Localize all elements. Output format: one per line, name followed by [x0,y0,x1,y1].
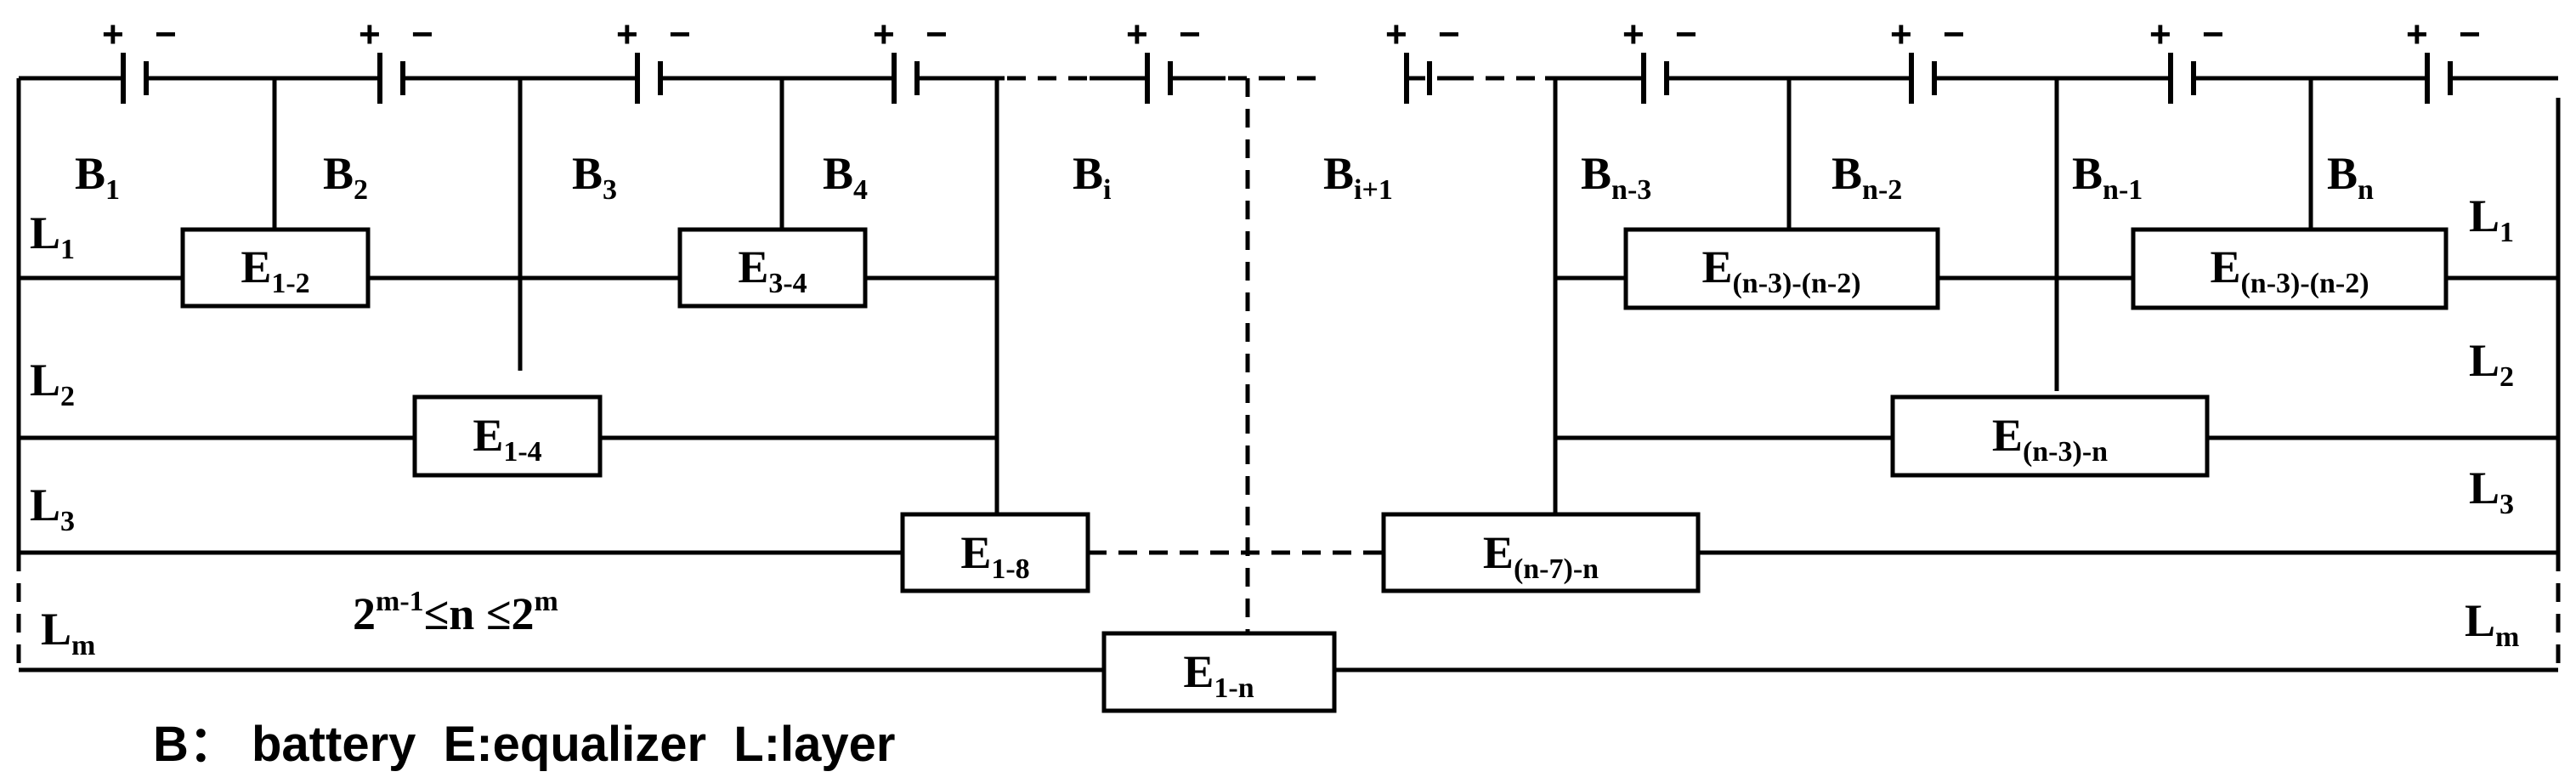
equalizer-en3n2-left: E(n-3)-(n-2) [1623,227,1940,310]
plus-sign: + [2149,14,2171,55]
vertical-connectors-right [1553,78,2313,553]
equalizer-en7n: E(n-7)-n [1381,512,1701,593]
svg-text:E1-8: E1-8 [960,527,1029,585]
battery-label-bn3: Bn-3 [1581,148,1651,206]
layer-label-right-l3: L3 [2469,462,2514,520]
battery-symbol [1404,53,1432,104]
battery-label-bi: Bi [1073,148,1111,206]
equalizer-e34: E3-4 [677,227,868,309]
equalizer-e1n: E1-n [1101,631,1337,713]
layer-label-right-l1: L1 [2469,190,2514,248]
plus-sign: + [1126,14,1148,55]
equalizer-en3n2-right: E(n-3)-(n-2) [2131,227,2449,310]
legend-caption: B： battery E:equalizer L:layer [153,717,895,772]
circuit-wires [16,76,2561,672]
minus-sign: − [2459,14,2481,55]
battery-label-b2: B2 [323,148,368,206]
minus-sign: − [1943,14,1965,55]
minus-sign: − [2202,14,2224,55]
battery-label-b1: B1 [75,148,120,206]
svg-text:E1-n: E1-n [1183,646,1254,704]
svg-text:E1-2: E1-2 [241,241,309,299]
battery-label-bn2: Bn-2 [1832,148,1902,206]
layer-label-right-lm: Lm [2465,595,2519,653]
plus-sign: + [1385,14,1407,55]
plus-sign: + [359,14,381,55]
layer-labels: L1 L2 L3 Lm L1 L2 L3 Lm [30,190,2519,661]
polarity-marks: + − + − + − + − + − + − + − + − + − + − [102,14,2481,55]
battery-label-bn: Bn [2327,148,2374,206]
battery-labels: B1 B2 B3 B4 Bi Bi+1 Bn-3 Bn-2 Bn-1 Bn [75,148,2374,206]
minus-sign: − [1675,14,1697,55]
svg-text:E(n-3)-(n-2): E(n-3)-(n-2) [1701,241,1860,299]
layer-label-right-l2: L2 [2469,335,2514,393]
minus-sign: − [1438,14,1460,55]
vertical-connectors-left [272,78,999,553]
plus-sign: + [1622,14,1645,55]
battery-symbol [2425,53,2453,104]
battery-label-b4: B4 [823,148,868,206]
equalizer-en3n: E(n-3)-n [1890,394,2210,478]
svg-text:E(n-3)-n: E(n-3)-n [1992,410,2108,468]
minus-sign: − [669,14,691,55]
layer-label-left-l3: L3 [30,479,75,537]
svg-text:E1-4: E1-4 [473,410,541,468]
battery-symbol [1909,53,1937,104]
battery-symbol [892,53,920,104]
battery-label-bn1: Bn-1 [2072,148,2143,206]
battery-symbol [2168,53,2196,104]
plus-sign: + [2406,14,2428,55]
svg-text:E(n-7)-n: E(n-7)-n [1483,527,1599,585]
equalizers: E1-2 E3-4 E(n-3)-(n-2) E(n-3)-(n-2) E1-4… [180,227,2449,713]
battery-symbol [1145,53,1173,104]
battery-label-b3: B3 [572,148,617,206]
minus-sign: − [1179,14,1201,55]
battery-symbol [1641,53,1669,104]
minus-sign: − [926,14,948,55]
battery-label-bi1: Bi+1 [1323,148,1393,206]
svg-text:E(n-3)-(n-2): E(n-3)-(n-2) [2210,241,2369,299]
battery-symbol [377,53,405,104]
plus-sign: + [873,14,895,55]
layer-label-left-l2: L2 [30,355,75,412]
equalizer-e12: E1-2 [180,227,371,309]
minus-sign: − [155,14,177,55]
svg-text:E3-4: E3-4 [738,241,807,299]
equalizer-e18: E1-8 [900,512,1090,593]
layer-count-formula: 2m-1≤n ≤2m [353,586,558,639]
battery-symbol [635,53,663,104]
layer-label-left-lm: Lm [41,604,95,661]
plus-sign: + [1890,14,1912,55]
battery-symbols [121,53,2453,104]
plus-sign: + [616,14,638,55]
layer-label-left-l1: L1 [30,207,75,265]
minus-sign: − [411,14,433,55]
battery-symbol [121,53,149,104]
plus-sign: + [102,14,124,55]
equalizer-e14: E1-4 [412,394,603,478]
